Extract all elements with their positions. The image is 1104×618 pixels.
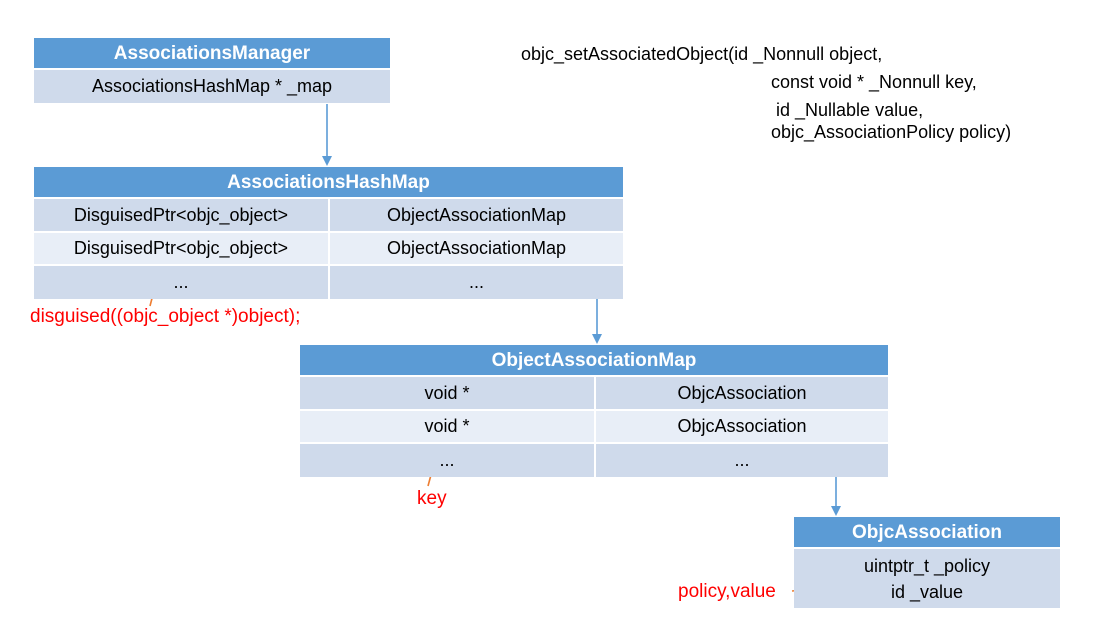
objc-association-title: ObjcAssociation [794,517,1060,549]
objectmap-value-cell: ObjcAssociation [594,377,888,409]
hashmap-key-cell: ... [173,272,189,292]
associations-manager-field-row: AssociationsHashMap * _map [34,70,390,103]
function-signature-line-1: objc_setAssociatedObject(id _Nonnull obj… [521,44,883,64]
objc-association-box: ObjcAssociation uintptr_t _policy id _va… [794,517,1060,608]
hashmap-value-cell: ObjectAssociationMap [328,199,623,231]
table-row: void * ObjcAssociation [300,411,888,444]
table-row: DisguisedPtr<objc_object> ObjectAssociat… [34,199,623,233]
associations-manager-title: AssociationsManager [34,38,390,70]
key-annotation: key [417,488,447,509]
function-signature-line-4: objc_AssociationPolicy policy) [771,122,1012,142]
disguised-annotation: disguised((objc_object *)object); [30,306,301,327]
hashmap-key-cell: DisguisedPtr<objc_object> [73,238,289,258]
objectmap-value-cell: ObjcAssociation [594,411,888,442]
associations-manager-field: AssociationsHashMap * _map [91,76,333,96]
table-row: ... ... [34,266,623,299]
table-row: DisguisedPtr<objc_object> ObjectAssociat… [34,233,623,266]
function-signature-line-2: const void * _Nonnull key, [771,72,977,92]
hashmap-value-cell: ... [328,266,623,299]
associations-hash-map-table: AssociationsHashMap DisguisedPtr<objc_ob… [34,167,623,299]
associations-hash-map-title: AssociationsHashMap [34,167,623,199]
object-association-map-title: ObjectAssociationMap [300,345,888,377]
objectmap-key-cell: ... [439,450,455,470]
table-row: void * ObjcAssociation [300,377,888,411]
objectmap-value-cell: ... [594,444,888,477]
objc-association-fields: uintptr_t _policy id _value [794,549,1060,608]
function-signature-line-3: id _Nullable value, [771,100,924,120]
objc-association-value-field: id _value [890,581,964,602]
policy-value-annotation: policy,value [678,581,776,602]
hashmap-value-cell: ObjectAssociationMap [328,233,623,264]
table-row: ... ... [300,444,888,477]
objectmap-key-cell: void * [424,416,470,436]
object-association-map-table: ObjectAssociationMap void * ObjcAssociat… [300,345,888,477]
objc-association-policy-field: uintptr_t _policy [863,555,991,576]
hashmap-key-cell: DisguisedPtr<objc_object> [73,204,289,225]
associations-manager-box: AssociationsManager AssociationsHashMap … [34,38,390,103]
objectmap-key-cell: void * [424,382,470,403]
